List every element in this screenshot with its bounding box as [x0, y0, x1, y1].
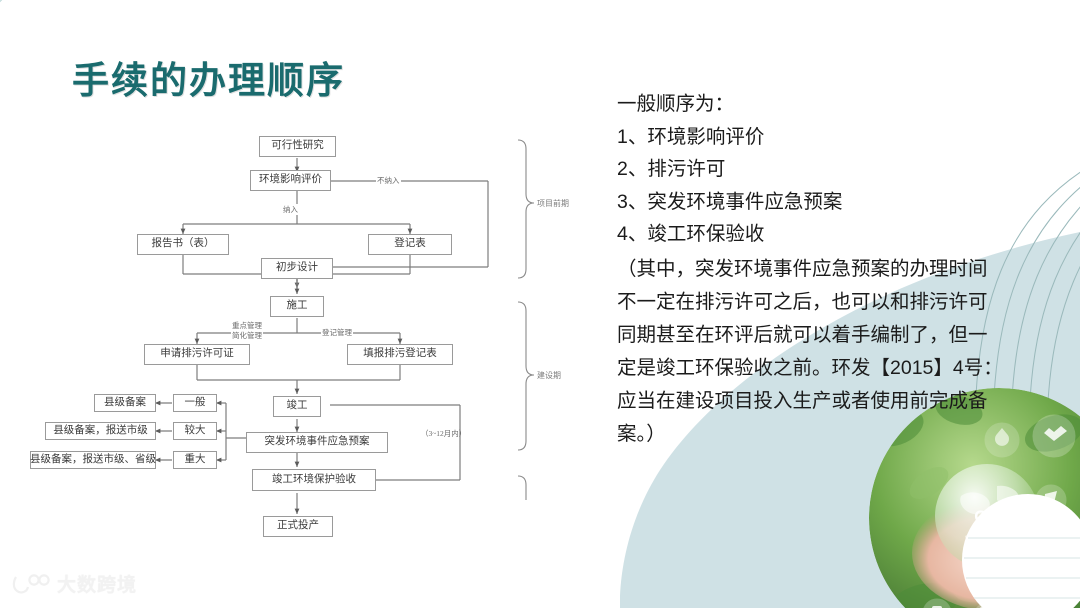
bracket-label-construction-phase: 建设期 — [537, 371, 561, 380]
note-line-5: 应当在建设项目投入生产或者使用前完成备 — [617, 389, 988, 412]
ordered-item-3: 3、突发环境事件应急预案 — [617, 190, 843, 213]
note-paragraph: （其中，突发环境事件应急预案的办理时间 不一定在排污许可之后，也可以和排污许可 … — [617, 253, 1017, 451]
flow-node-report: 报告书（表） — [137, 234, 229, 255]
edge-label-key-management: 重点管理 — [231, 320, 263, 331]
flow-node-feasibility: 可行性研究 — [259, 136, 336, 157]
flow-node-emergency-plan: 突发环境事件应急预案 — [246, 432, 388, 453]
flow-node-completion: 竣工 — [273, 396, 321, 417]
edge-label-registration-management: 登记管理 — [321, 327, 353, 338]
ordered-item-2: 2、排污许可 — [617, 158, 726, 180]
brand-logo: 大数跨境 — [12, 570, 137, 597]
logo-text: 大数跨境 — [57, 575, 138, 596]
flowchart-connectors — [155, 139, 535, 514]
edge-label-duration: （3~12月内） — [421, 429, 467, 438]
flow-node-construction: 施工 — [270, 296, 324, 317]
flow-node-prelim-design: 初步设计 — [261, 258, 333, 279]
flow-node-grade-general: 一般 — [173, 394, 217, 412]
logo-mark-icon — [12, 573, 50, 593]
flow-node-env-acceptance: 竣工环境保护验收 — [252, 469, 376, 491]
edge-label-simplified-management: 简化管理 — [231, 330, 263, 341]
edge-label-included: 纳入 — [282, 204, 299, 215]
ordered-item-4: 4、竣工环保验收 — [617, 223, 765, 245]
flow-node-record-county-city: 县级备案，报送市级 — [45, 422, 156, 440]
note-line-6: 案。） — [617, 422, 666, 445]
note-line-1: （其中，突发环境事件应急预案的办理时间 — [617, 257, 988, 280]
flow-node-fill-register: 填报排污登记表 — [347, 344, 453, 365]
flow-node-record-county-city-province: 县级备案，报送市级、省级 — [30, 451, 156, 469]
ordered-item-1: 1、环境影响评价 — [617, 125, 765, 148]
bracket-label-project-pre-phase: 项目前期 — [537, 199, 569, 208]
note-line-3: 同期甚至在环评后就可以着手编制了，但一 — [617, 323, 988, 346]
flow-node-grade-major: 重大 — [173, 451, 217, 469]
edge-label-not-included: 不纳入 — [376, 175, 401, 186]
note-line-2: 不一定在排污许可之后，也可以和排污许可 — [617, 290, 988, 313]
flow-node-eia: 环境影响评价 — [250, 170, 331, 191]
decorative-lined-circle-icon — [962, 494, 1080, 608]
note-line-4: 定是竣工环保验收之前。环发【2015】4号： — [617, 356, 1003, 379]
intro-line: 一般顺序为： — [617, 93, 735, 115]
procedure-flowchart: 可行性研究 环境影响评价 报告书（表） 登记表 初步设计 施工 申请排污许可证 … — [20, 128, 600, 568]
flow-node-registration-form: 登记表 — [368, 234, 452, 255]
flow-node-record-county: 县级备案 — [94, 394, 156, 412]
right-text-column: 一般顺序为： 1、环境影响评价 2、排污许可 3、突发环境事件应急预案 4、竣工… — [617, 88, 1017, 451]
page-title: 手续的办理顺序 — [72, 60, 345, 101]
flow-node-apply-permit: 申请排污许可证 — [144, 344, 250, 365]
flow-node-grade-larger: 较大 — [173, 422, 217, 440]
flow-node-production: 正式投产 — [263, 516, 333, 537]
